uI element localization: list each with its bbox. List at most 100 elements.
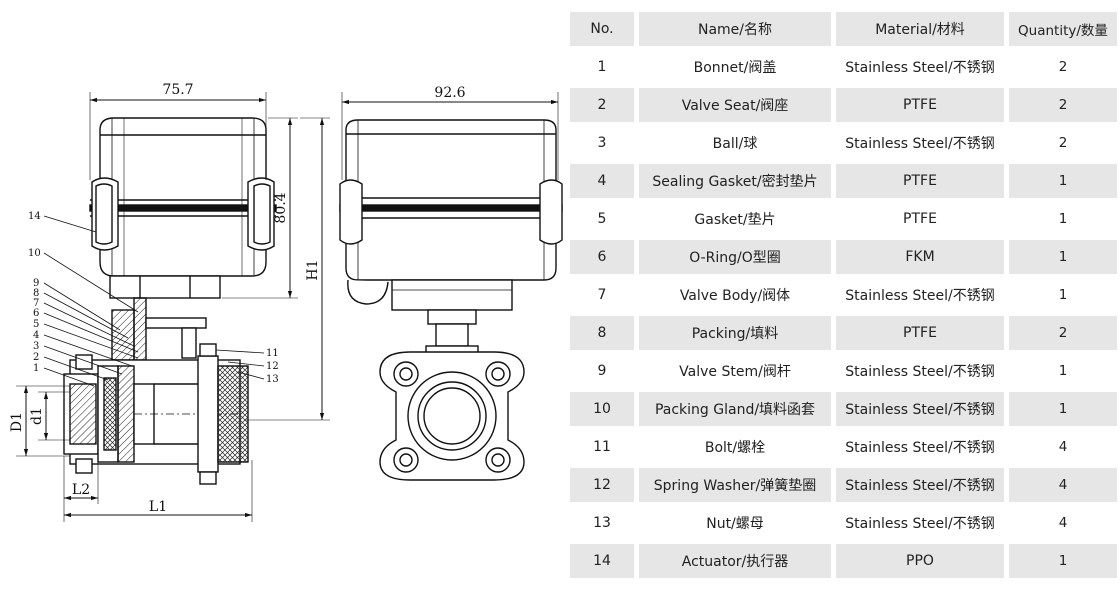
right-dimensions <box>341 92 559 180</box>
cell-no: 4 <box>570 164 639 198</box>
valve-technical-drawing: 75.7 80.4 H1 D1 d1 L2 L1 14 10 9 8 7 6 5… <box>9 82 563 522</box>
cell-material: Stainless Steel/不锈钢 <box>836 430 1009 464</box>
cell-material: Stainless Steel/不锈钢 <box>836 50 1009 84</box>
cell-quantity: 1 <box>1058 287 1068 303</box>
cell-no: 3 <box>570 126 639 160</box>
callout-2: 2 <box>33 352 39 363</box>
cell-quantity: 2 <box>1009 316 1117 350</box>
cell-material: PTFE <box>836 164 1009 198</box>
col-header-quantity: Quantity/数量 <box>1009 12 1117 46</box>
cell-name: Bolt/螺栓 <box>639 430 836 464</box>
cell-material: Stainless Steel/不锈钢 <box>836 126 1009 160</box>
col-header-material: Material/材料 <box>836 12 1009 46</box>
cell-name: Valve Stem/阀杆 <box>639 354 836 388</box>
cell-quantity: 1 <box>1058 211 1068 227</box>
cell-quantity: 1 <box>1009 544 1117 578</box>
cell-quantity: 1 <box>1009 164 1117 198</box>
callout-9: 9 <box>33 278 39 289</box>
callout-5: 5 <box>33 319 39 330</box>
side-section-view <box>63 117 277 485</box>
cell-name: Actuator/执行器 <box>639 544 836 578</box>
cell-material: Stainless Steel/不锈钢 <box>836 468 1009 502</box>
callout-3: 3 <box>33 341 39 352</box>
callout-13: 13 <box>266 374 279 385</box>
cell-quantity: 1 <box>1009 240 1117 274</box>
cell-no: 6 <box>570 240 639 274</box>
cell-name: Sealing Gasket/密封垫片 <box>639 164 836 198</box>
cell-material: FKM <box>836 240 1009 274</box>
left-dimensions <box>16 92 330 522</box>
cell-material: PTFE <box>836 316 1009 350</box>
cell-quantity: 4 <box>1058 439 1068 455</box>
callout-8: 8 <box>33 288 39 299</box>
cell-name: Gasket/垫片 <box>639 202 836 236</box>
cell-name: Spring Washer/弹簧垫圈 <box>639 468 836 502</box>
dim-actuator-height: 80.4 <box>273 192 289 223</box>
callout-14: 14 <box>28 211 41 222</box>
cell-quantity: 4 <box>1009 468 1117 502</box>
cell-quantity: 2 <box>1058 135 1068 151</box>
cell-no: 8 <box>570 316 639 350</box>
cell-no: 14 <box>570 544 639 578</box>
cell-quantity: 2 <box>1058 59 1068 75</box>
col-header-no: No. <box>570 12 639 46</box>
cell-quantity: 4 <box>1058 515 1068 531</box>
cell-quantity: 1 <box>1009 392 1117 426</box>
cell-no: 9 <box>570 354 639 388</box>
table-header-row: No. Name/名称 Material/材料 Quantity/数量 <box>570 12 1117 46</box>
dim-inner-dia: d1 <box>29 407 45 425</box>
callout-10: 10 <box>28 248 41 259</box>
callout-11: 11 <box>266 348 279 359</box>
cell-no: 11 <box>570 430 639 464</box>
cell-material: PTFE <box>836 88 1009 122</box>
cell-name: Packing/填料 <box>639 316 836 350</box>
dim-total-height: H1 <box>305 259 321 280</box>
cell-name: Nut/螺母 <box>639 506 836 540</box>
cell-quantity: 1 <box>1058 363 1068 379</box>
cell-no: 7 <box>570 278 639 312</box>
cell-name: Ball/球 <box>639 126 836 160</box>
cell-no: 12 <box>570 468 639 502</box>
cell-name: O-Ring/O型圈 <box>639 240 836 274</box>
cell-no: 13 <box>570 506 639 540</box>
dim-width-left: 75.7 <box>162 82 193 98</box>
col-header-name: Name/名称 <box>639 12 836 46</box>
callout-4: 4 <box>33 330 39 341</box>
callout-leaders <box>43 215 265 387</box>
dim-length: L1 <box>149 499 167 515</box>
cell-no: 10 <box>570 392 639 426</box>
cell-no: 2 <box>570 88 639 122</box>
dim-thread-len: L2 <box>72 482 90 498</box>
callout-1: 1 <box>33 363 39 374</box>
cell-material: Stainless Steel/不锈钢 <box>836 506 1009 540</box>
cell-material: Stainless Steel/不锈钢 <box>836 354 1009 388</box>
front-view <box>339 119 563 481</box>
cell-material: Stainless Steel/不锈钢 <box>836 278 1009 312</box>
dim-width-right: 92.6 <box>434 85 465 101</box>
callout-6: 6 <box>33 308 39 319</box>
cell-no: 1 <box>570 50 639 84</box>
cell-name: Valve Body/阀体 <box>639 278 836 312</box>
cell-quantity: 2 <box>1009 88 1117 122</box>
callout-7: 7 <box>33 298 39 309</box>
cell-name: Valve Seat/阀座 <box>639 88 836 122</box>
dim-outer-dia: D1 <box>9 412 25 432</box>
cell-no: 5 <box>570 202 639 236</box>
callout-12: 12 <box>266 361 279 372</box>
cell-name: Packing Gland/填料函套 <box>639 392 836 426</box>
